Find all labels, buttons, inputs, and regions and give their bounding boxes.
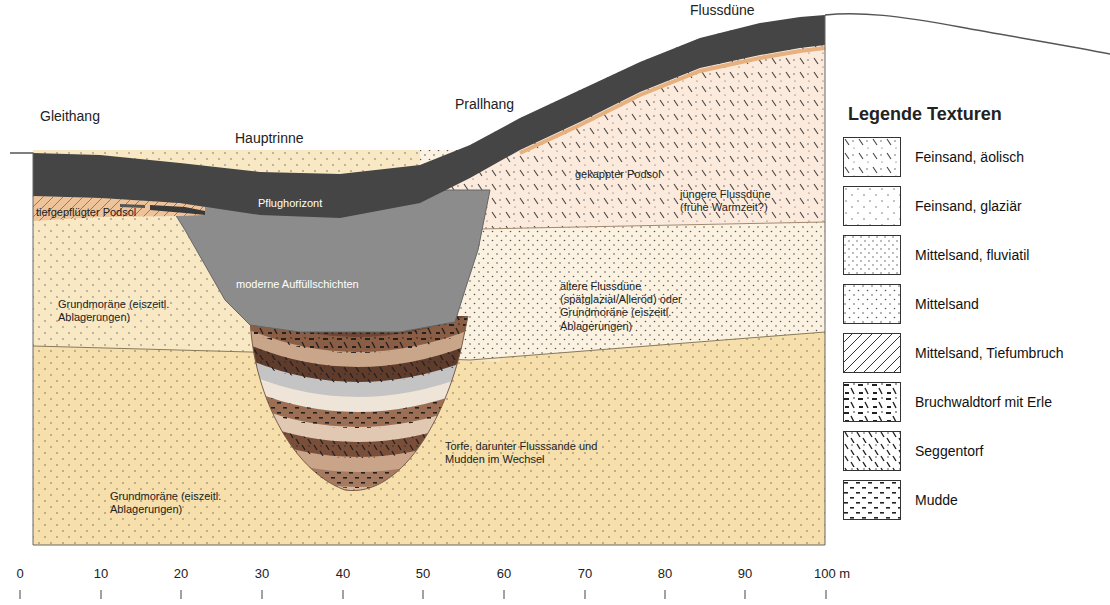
podsol-fragment [150, 205, 205, 215]
section-frame [33, 15, 825, 545]
legend-label: Mudde [915, 492, 958, 508]
surface-line [10, 152, 33, 154]
scale-number: 100 m [814, 566, 850, 582]
legend-title: Legende Texturen [848, 104, 1002, 126]
scale-number: 70 [578, 566, 592, 582]
legend-label: Bruchwaldtorf mit Erle [915, 394, 1052, 410]
legend-swatch [843, 333, 901, 373]
landform-label: Flussdüne [690, 2, 755, 19]
legend-label: Mittelsand, fluviatil [915, 247, 1029, 263]
swatch-texture [844, 481, 900, 519]
layer-label: tiefgepflügter Podsol [36, 206, 136, 219]
legend-swatch [843, 284, 901, 324]
legend-row: Mittelsand, fluviatil [843, 235, 1029, 275]
legend-row: Mittelsand, Tiefumbruch [843, 333, 1064, 373]
swatch-frame [844, 432, 901, 471]
legend-swatch [843, 235, 901, 275]
legend-label: Mittelsand [915, 296, 979, 312]
legend-swatch [843, 431, 901, 471]
surface-line [825, 14, 1110, 54]
swatch-texture [844, 236, 900, 274]
landform-label: Prallhang [455, 96, 514, 113]
layer-label: Torfe, darunter Flusssande und Mudden im… [445, 440, 605, 466]
swatch-texture [844, 285, 900, 323]
swatch-frame [844, 285, 901, 324]
swatch-frame [844, 236, 901, 275]
swatch-frame [844, 383, 901, 422]
layer-label: moderne Auffüllschichten [236, 278, 359, 291]
scale-number: 80 [658, 566, 672, 582]
swatch-texture [844, 432, 900, 470]
swatch-texture [844, 334, 900, 372]
legend-row: Seggentorf [843, 431, 984, 471]
legend-row: Mittelsand [843, 284, 979, 324]
legend-swatch [843, 186, 901, 226]
swatch-frame [844, 334, 901, 373]
swatch-texture [844, 187, 900, 225]
swatch-texture [844, 383, 900, 421]
layer-label: Grundmoräne (eiszeitl. Ablagerungen) [110, 490, 250, 516]
layer-boundary [430, 222, 825, 230]
legend-label: Mittelsand, Tiefumbruch [915, 345, 1064, 361]
scale-number: 20 [174, 566, 188, 582]
swatch-texture [844, 138, 900, 176]
legend-row: Mudde [843, 480, 958, 520]
scale-number: 90 [738, 566, 752, 582]
swatch-frame [844, 187, 901, 226]
landform-label: Gleithang [40, 108, 100, 125]
scale-number: 10 [94, 566, 108, 582]
legend-label: Seggentorf [915, 443, 984, 459]
scale-number: 0 [16, 566, 23, 582]
scale-number: 40 [336, 566, 350, 582]
layer-label: Grundmoräne (eiszeitl. Ablagerungen) [58, 298, 198, 324]
layer-label: jüngere Flussdüne (frühe Warmzeit?) [680, 188, 792, 214]
lower-moraine [33, 150, 825, 545]
legend-label: Feinsand, äolisch [915, 149, 1024, 165]
layer-label: Pflughorizont [258, 197, 322, 210]
scale-number: 60 [497, 566, 511, 582]
plough-horizon [33, 15, 825, 218]
scale-number: 50 [416, 566, 430, 582]
swatch-frame [844, 138, 901, 177]
lower-moraine-texture [33, 150, 825, 545]
legend-row: Bruchwaldtorf mit Erle [843, 382, 1052, 422]
legend-label: Feinsand, glaziär [915, 198, 1022, 214]
scale-tick [20, 590, 826, 599]
swatch-frame [844, 481, 901, 520]
layer-label: ältere Flussdüne (spätglazial/Alleröd) o… [560, 280, 710, 333]
capped-podsol [520, 48, 825, 153]
scale-number: 30 [255, 566, 269, 582]
legend-row: Feinsand, glaziär [843, 186, 1022, 226]
peat-texture [230, 345, 490, 375]
landform-label: Hauptrinne [235, 130, 304, 147]
trough-outline [250, 316, 468, 491]
legend-swatch [843, 382, 901, 422]
scale-ticks [20, 590, 826, 599]
legend-swatch [843, 137, 901, 177]
layer-label: gekappter Podsol [575, 168, 661, 181]
legend-swatch [843, 480, 901, 520]
legend-row: Feinsand, äolisch [843, 137, 1024, 177]
